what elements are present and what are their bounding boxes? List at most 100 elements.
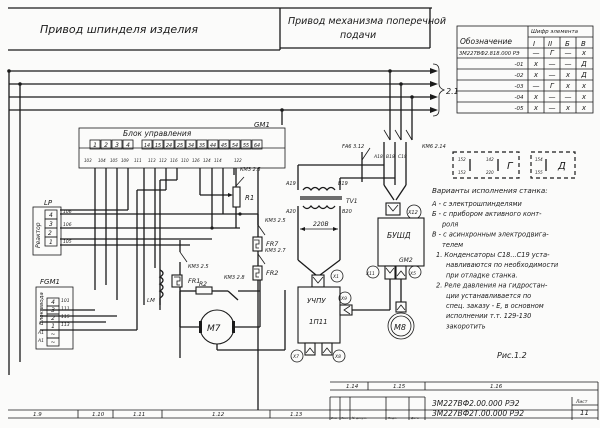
stamp-header: Лист: [340, 416, 349, 420]
d-pin-2: 155: [535, 170, 543, 175]
table-col-4: В: [581, 40, 586, 48]
x8-label: Х8: [334, 354, 341, 360]
wire-label: 104: [98, 158, 106, 163]
table-row-name: 3М227ВФ2.818.000 РЭ: [459, 51, 520, 57]
note-line: закоротить: [446, 322, 486, 330]
sheet-column-label: 1.9: [33, 412, 42, 418]
fgm-ref: FGM1: [40, 278, 60, 286]
phase-a18: А18: [373, 154, 383, 160]
fgm-terminal-label: 4: [51, 299, 55, 306]
fgm-terminal-label: ~: [50, 339, 55, 346]
fgm-block: [35, 286, 74, 350]
table-cell: —: [549, 60, 556, 68]
x5-label: Х5: [409, 271, 416, 277]
uchpu-unit: [290, 269, 353, 363]
relay-fr7-fr2-chain: [252, 214, 266, 281]
terminal-box: [111, 139, 123, 150]
sheet-label: Лист: [575, 399, 588, 405]
title-block: [8, 381, 599, 420]
table-cell: х: [581, 82, 587, 90]
fr2-label: FR2: [266, 269, 278, 277]
m8-label: М8: [394, 323, 406, 332]
terminal-box: [100, 139, 112, 150]
terminal-label: 15: [155, 143, 161, 149]
tv1-label: ТV1: [346, 198, 358, 205]
note-line: роля: [441, 220, 458, 228]
sheet-column-label: 1.12: [212, 412, 225, 418]
phase-b18: В18: [386, 154, 395, 160]
wire-label: 112: [159, 158, 167, 163]
m7-label: М7: [207, 324, 221, 334]
lp-terminal-2: 3: [49, 221, 53, 228]
km3-label-1: КМ3 2.5: [240, 167, 261, 173]
lp-terminal-3: 2: [48, 230, 52, 237]
resistor-r1: [228, 168, 245, 228]
table-cell: х: [581, 49, 587, 57]
fgm-input-1: А1: [37, 330, 44, 336]
wire-label: 122: [234, 158, 242, 163]
note-line: исполнении т.т. 129-130: [446, 312, 531, 320]
wire-label: 113: [148, 158, 156, 163]
bushd-unit: [377, 217, 425, 267]
table-cell: х: [565, 71, 571, 79]
table-cell: х: [581, 93, 587, 101]
uchpu-label-1: УЧПУ: [307, 297, 326, 305]
bus-label: 2.1: [446, 87, 459, 96]
header-frame: [8, 7, 432, 51]
table-cell: —: [533, 82, 540, 90]
tv-label-a19: А19: [285, 181, 296, 187]
figure-label: Рис.1.2: [497, 351, 527, 360]
km3-label-5: КМ3 2.8: [224, 275, 245, 281]
table-cell: —: [565, 60, 572, 68]
x11-label: Х11: [365, 271, 375, 277]
connectors-gm2: [344, 265, 422, 340]
fgm-input-2: А1: [37, 338, 44, 344]
table-col-2: II: [548, 40, 552, 48]
terminal-box: [251, 139, 263, 150]
bushd-label: БУШД: [387, 231, 411, 240]
table-cell: Д: [580, 60, 587, 68]
r2-label: R2: [199, 281, 207, 288]
terminal-box: [207, 139, 219, 150]
terminal-label: 24: [166, 143, 172, 149]
table-col-1: I: [533, 40, 535, 48]
terminal-box: [152, 139, 164, 150]
inductor-lm: [158, 269, 164, 305]
x7-label: Х7: [292, 354, 299, 360]
jumper-box-g: [452, 151, 520, 179]
wire-label: 111: [134, 158, 142, 163]
note-line: В - с асинхронным электродвига-: [432, 231, 549, 239]
table-cell: Г: [550, 82, 555, 90]
header-left-title: Привод шпинделя изделия: [40, 23, 198, 36]
notes-title: Варианты исполнения станка:: [432, 186, 548, 195]
lp-side-label: Реактор: [35, 222, 42, 248]
stamp-header: Подп.: [388, 416, 397, 420]
fgm-wire-4: 113: [61, 322, 70, 328]
contactor-km6: [362, 71, 413, 201]
table-cell: Г: [550, 49, 555, 57]
terminal-box: [240, 139, 252, 150]
note-line: при отладке станка.: [446, 271, 518, 279]
terminal-box: [141, 139, 153, 150]
stamp-header: № докум.: [351, 416, 367, 420]
table-cell: х: [533, 104, 539, 112]
table-row-name: -03: [515, 84, 524, 90]
d-letter: Д: [557, 161, 566, 172]
fr1-label: FR1: [188, 277, 200, 285]
km3-label-2: КМ3 2.5: [188, 264, 209, 270]
tv-label-b19: В19: [338, 181, 348, 187]
terminal-label: 1: [93, 142, 97, 149]
table-header-group: Шифр элемента: [531, 29, 579, 35]
gm2-label: GМ2: [399, 257, 413, 264]
sheet-column-label: 1.14: [346, 384, 359, 390]
terminal-box: [89, 139, 101, 150]
g-pin-1: 152: [458, 157, 466, 162]
note-line: ции устанавливается по: [446, 292, 531, 300]
note-line: навливаются по необходимости: [446, 261, 559, 269]
